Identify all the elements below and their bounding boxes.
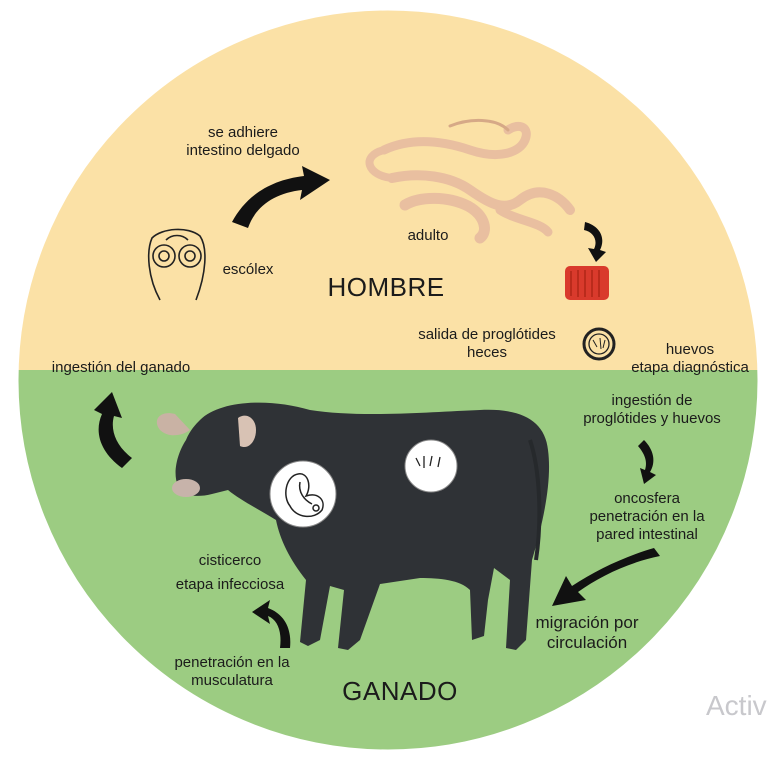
- label-cysticercus-line2: etapa infecciosa: [170, 576, 290, 594]
- label-ingestion: ingestión de proglótides y huevos: [572, 392, 732, 428]
- cysticercus-inset: [270, 461, 336, 527]
- label-migration-line2: circulación: [512, 633, 662, 653]
- label-migration-line1: migración por: [512, 613, 662, 633]
- label-oncosphere-line2: penetración en la: [582, 508, 712, 526]
- label-oncosphere: oncosfera penetración en la pared intest…: [582, 490, 712, 544]
- label-eggs: huevos etapa diagnóstica: [620, 341, 760, 377]
- label-muscle-line1: penetración en la: [160, 654, 304, 672]
- label-proglottid-exit: salida de proglótides heces: [402, 326, 572, 362]
- label-muscle: penetración en la musculatura: [160, 654, 304, 690]
- label-attach: se adhiere intestino delgado: [168, 124, 318, 160]
- label-attach-line2: intestino delgado: [168, 142, 318, 160]
- label-muscle-line2: musculatura: [160, 672, 304, 690]
- label-cysticercus-line1: cisticerco: [170, 552, 290, 570]
- label-adult: adulto: [398, 227, 458, 245]
- label-proglottid-exit-line1: salida de proglótides: [402, 326, 572, 344]
- label-ingestion-line2: proglótides y huevos: [572, 410, 732, 428]
- oncosphere-inset: [405, 440, 457, 492]
- label-oncosphere-line1: oncosfera: [582, 490, 712, 508]
- zone-label-human: HOMBRE: [316, 272, 456, 302]
- human-zone: [0, 0, 776, 370]
- label-migration: migración por circulación: [512, 613, 662, 653]
- label-cattle-ingestion: ingestión del ganado: [36, 359, 206, 377]
- watermark-text: Activ: [706, 690, 767, 722]
- label-ingestion-line1: ingestión de: [572, 392, 732, 410]
- label-eggs-line1: huevos: [620, 341, 760, 359]
- label-scolex: escólex: [218, 261, 278, 279]
- label-cysticercus: cisticerco etapa infecciosa: [170, 552, 290, 594]
- label-eggs-line2: etapa diagnóstica: [620, 359, 760, 377]
- label-oncosphere-line3: pared intestinal: [582, 526, 712, 544]
- zone-label-cattle: GANADO: [330, 676, 470, 706]
- label-attach-line1: se adhiere: [168, 124, 318, 142]
- label-proglottid-exit-line2: heces: [402, 344, 572, 362]
